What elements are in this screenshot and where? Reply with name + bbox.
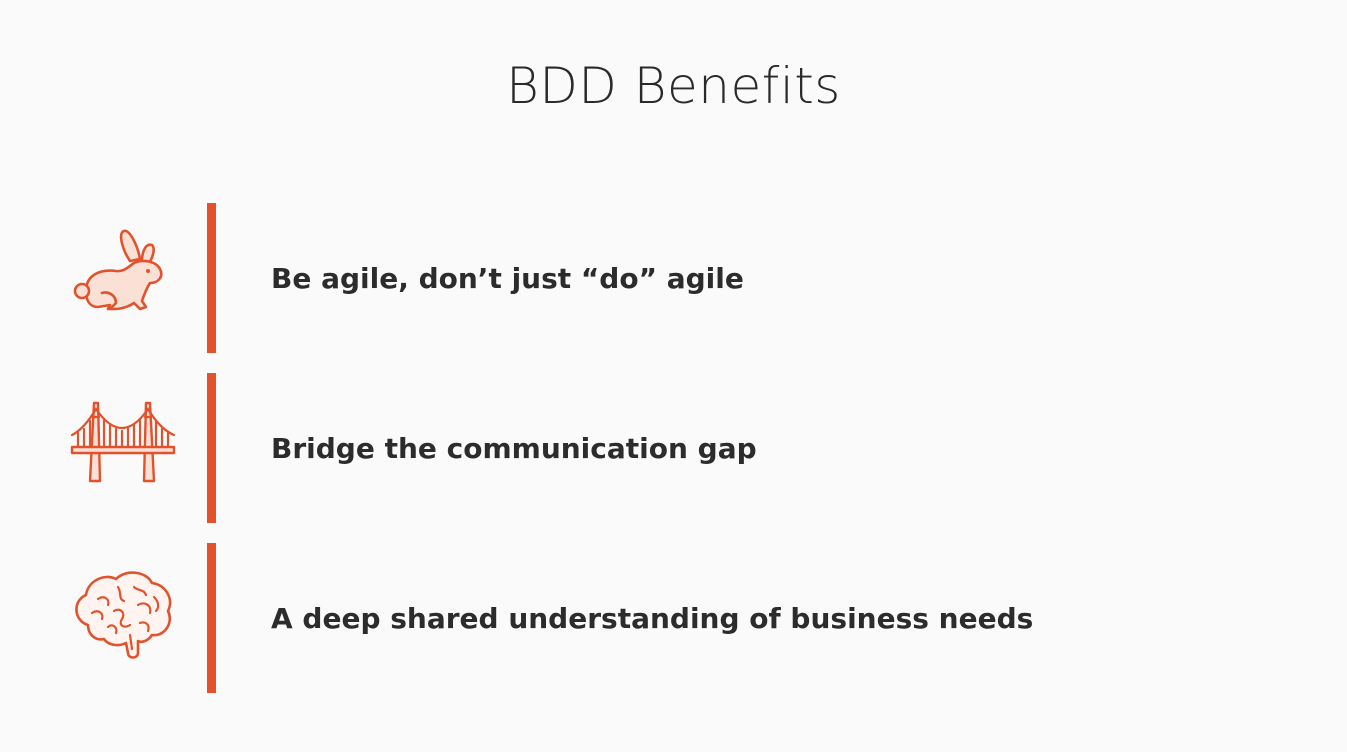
benefit-item-understanding: A deep shared understanding of business … [0,543,1347,693]
bridge-icon [68,395,178,495]
benefit-text: Be agile, don’t just “do” agile [271,262,744,295]
accent-bar [207,373,216,523]
slide-title: BDD Benefits [506,57,841,115]
accent-bar [207,543,216,693]
benefit-item-agile: Be agile, don’t just “do” agile [0,203,1347,353]
benefit-text: A deep shared understanding of business … [271,602,1034,635]
rabbit-icon [68,225,178,325]
accent-bar [207,203,216,353]
benefit-text: Bridge the communication gap [271,432,757,465]
benefit-item-communication: Bridge the communication gap [0,373,1347,523]
brain-icon [68,565,178,665]
